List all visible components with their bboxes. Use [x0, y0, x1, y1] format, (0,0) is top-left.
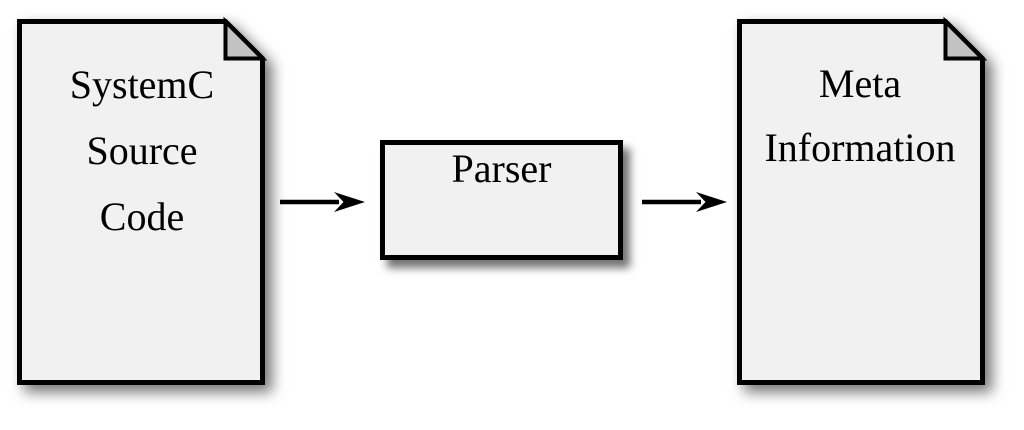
parser-box-label: Parser: [451, 146, 552, 191]
parser-box: Parser: [380, 140, 623, 260]
document-body: [737, 19, 985, 385]
document-shape-systemc-source-code: [17, 16, 268, 385]
document-shape-meta-information: [737, 16, 988, 385]
arrow-source-to-parser: [280, 192, 365, 212]
arrow-parser-to-meta: [642, 192, 727, 212]
document-body: [17, 19, 265, 385]
arrow-head-icon: [334, 192, 365, 212]
arrow-head-icon: [696, 192, 727, 212]
folded-corner-icon: [223, 16, 268, 61]
folded-corner-icon: [943, 16, 988, 61]
